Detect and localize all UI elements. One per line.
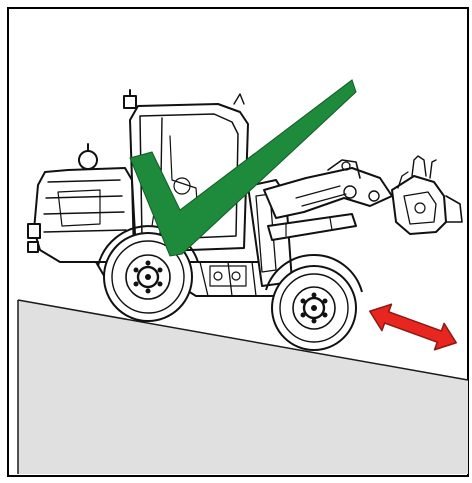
check-mark-icon xyxy=(129,79,357,257)
front-fender xyxy=(265,253,363,293)
front-wheel xyxy=(271,265,357,351)
slope-line xyxy=(17,299,469,381)
slope-ground xyxy=(18,300,468,474)
double-headed-arrow-icon xyxy=(369,303,457,351)
